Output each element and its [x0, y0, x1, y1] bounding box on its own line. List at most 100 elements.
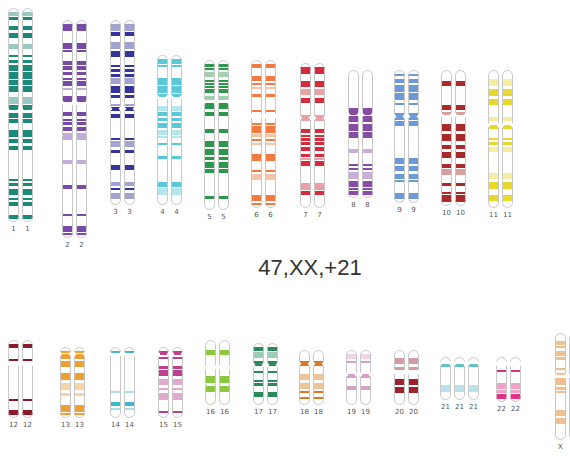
chromosome-band [360, 354, 371, 359]
chromosome-bands [441, 70, 452, 206]
chromosome-band [22, 105, 33, 110]
chromosome-band [455, 134, 466, 141]
chromosome-pair [555, 333, 570, 440]
centromere-notch [204, 99, 207, 105]
chromosome-body [22, 340, 33, 418]
chromosome-outline [63, 21, 73, 238]
chromosome-bands [110, 20, 121, 205]
chromosome-band [8, 139, 19, 143]
chromosome-band [218, 196, 229, 199]
chromosome-band [218, 83, 229, 85]
chromosome-band [110, 78, 121, 84]
chromosome-band [124, 104, 135, 106]
chromosome-band [394, 193, 405, 199]
chromosome-pair [394, 350, 420, 405]
chromosome-pair [8, 340, 34, 418]
chromosome-body [455, 70, 466, 206]
chromosome-band [110, 351, 121, 353]
chromosome-band [251, 110, 262, 112]
chromosome-outline [254, 344, 264, 405]
chromosome-band [218, 169, 229, 173]
chromosome-band [408, 113, 419, 120]
chromosome-band [488, 117, 499, 121]
chromosome-band [219, 386, 230, 392]
chromosome-band [22, 44, 33, 49]
chromosome-band [110, 114, 121, 118]
chromosome-pair [157, 55, 183, 205]
centromere-notch [180, 94, 183, 100]
chromosome-band [362, 164, 373, 166]
chromosome-band [74, 361, 85, 367]
chromosome-number: 16 [206, 408, 215, 416]
chromosome-band [394, 166, 405, 171]
chromosome-body [157, 55, 168, 205]
chromosome-band [218, 162, 229, 168]
centromere-notch [417, 114, 420, 120]
chromosome-outline [125, 348, 135, 418]
chromosome-number: 13 [61, 421, 70, 429]
chromosome-number: 22 [511, 405, 520, 413]
chromosome-band [8, 399, 19, 401]
chromosome-band [251, 83, 262, 85]
chromosome-body [110, 20, 121, 205]
chromosome-pair [346, 350, 372, 405]
chromosome-band [488, 173, 499, 179]
centromere-notch [463, 360, 466, 366]
centromere-notch [274, 113, 277, 119]
chromosome-pair [204, 60, 230, 210]
chromosome-band [62, 43, 73, 49]
chromosome-outline [61, 348, 71, 418]
chromosome-bands [468, 357, 479, 400]
chromosome-band [362, 124, 373, 131]
chromosome-band [555, 391, 566, 393]
chromosome-band [348, 132, 359, 138]
chromosome-pair [205, 340, 231, 405]
chromosome-band [555, 378, 566, 385]
chromosome-band [488, 99, 499, 105]
centromere-notch [17, 108, 20, 114]
chromosome-band [157, 188, 168, 195]
chromosome-number: 2 [79, 241, 83, 249]
chromosome-band [502, 89, 513, 96]
chromosome-outline [268, 344, 278, 405]
chromosome-number: 20 [409, 408, 418, 416]
chromosome-band [510, 390, 521, 393]
centromere-notch [314, 115, 317, 121]
chromosome-number: 15 [173, 421, 182, 429]
centromere-notch [8, 108, 11, 114]
chromosome-band [455, 183, 466, 186]
chromosome-number: 9 [411, 206, 415, 214]
chromosome-body [408, 70, 419, 203]
chromosome-band [218, 68, 229, 70]
centromere-notch [219, 364, 222, 370]
chromosome-band [157, 136, 168, 138]
chromosome-band [171, 106, 182, 111]
chromosome-number: 6 [268, 211, 272, 219]
chromosome-body [265, 60, 276, 208]
chromosome-outline [489, 71, 499, 208]
chromosome-band [455, 152, 466, 158]
chromosome-band [219, 350, 230, 355]
chromosome-band [204, 80, 215, 82]
chromosome-band [158, 379, 169, 385]
chromosome-band [218, 103, 229, 109]
chromosome-bands [394, 350, 405, 405]
chromosome-band [313, 397, 324, 399]
chromosome-band [251, 154, 262, 161]
chromosome-band [62, 119, 73, 121]
chromosome-band [300, 142, 311, 145]
chromosome-band [300, 191, 311, 195]
centromere-notch [369, 372, 372, 378]
chromosome-band [62, 72, 73, 75]
chromosome-band [408, 121, 419, 126]
chromosome-outline [252, 61, 262, 208]
chromosome-band [218, 86, 229, 88]
chromosome-band [74, 351, 85, 353]
chromosome-outline [442, 71, 452, 206]
centromere-notch [213, 99, 216, 105]
chromosome-band [253, 383, 264, 386]
chromosome-band [76, 160, 87, 164]
chromosome-band [440, 385, 451, 392]
chromosome-band [76, 72, 87, 75]
centromere-notch [323, 115, 326, 121]
